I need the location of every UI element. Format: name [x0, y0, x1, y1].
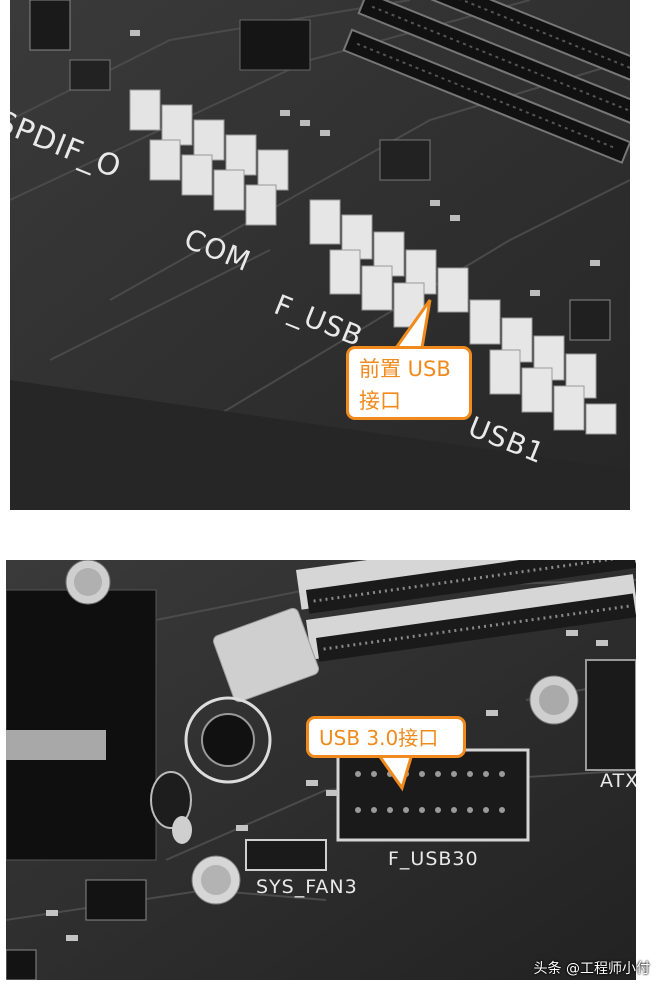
pcie-slots — [296, 560, 636, 662]
usb30-callout: USB 3.0接口 — [306, 716, 466, 758]
f-usb30-header — [336, 748, 530, 842]
usb30-callout-pointer — [375, 752, 415, 792]
bottom-motherboard-photo: SYS_FAN3 F_USB30 ATX USB 3.0接口 — [6, 560, 636, 980]
com-header — [129, 89, 289, 226]
silk-atx: ATX — [600, 770, 636, 792]
front-usb-callout-line1: 前置 USB — [359, 357, 451, 381]
usb1-header — [469, 299, 617, 435]
silk-sys-fan3: SYS_FAN3 — [256, 876, 358, 898]
bottom-board-graphic — [6, 560, 636, 980]
top-motherboard-photo: SPDIF_O COM F_USB USB1 前置 USB 接口 — [10, 0, 630, 510]
f-usb-header — [309, 199, 469, 328]
usb30-callout-text: USB 3.0接口 — [319, 726, 439, 750]
watermark: 头条 @工程师小付 — [533, 961, 650, 977]
silk-f-usb30: F_USB30 — [388, 848, 479, 870]
front-usb-callout-line2: 接口 — [359, 389, 401, 413]
top-board-graphic — [10, 0, 630, 510]
front-usb-callout: 前置 USB 接口 — [346, 346, 472, 420]
